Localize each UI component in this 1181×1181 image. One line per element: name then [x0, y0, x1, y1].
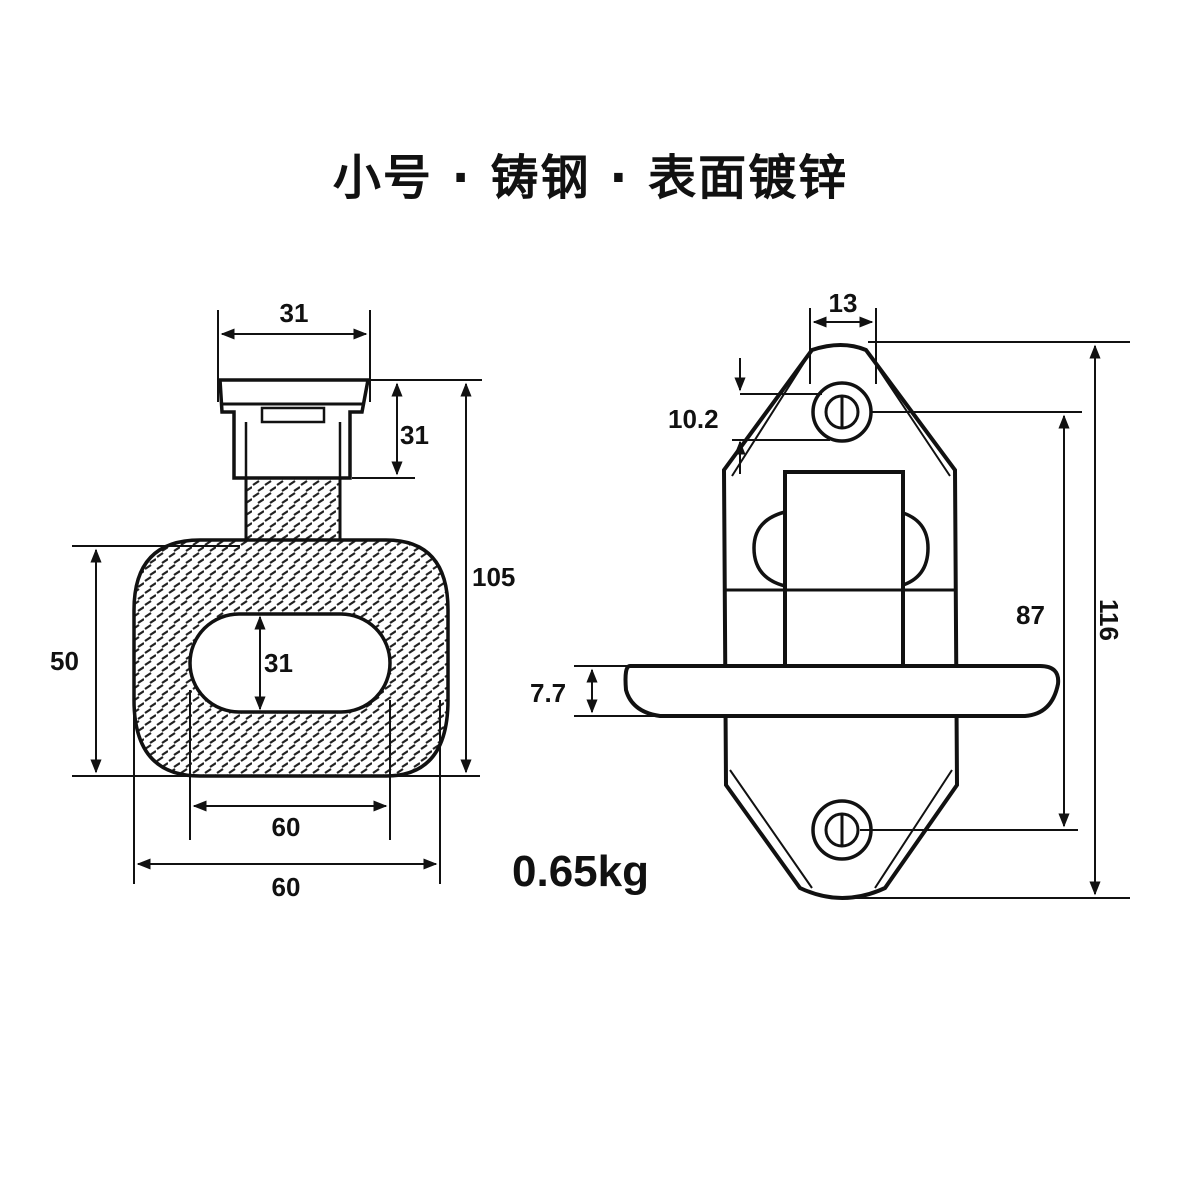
dim-inner-width: 60 — [272, 812, 301, 842]
dim-hole-offset: 10.2 — [668, 404, 719, 434]
dim-flange-thickness: 7.7 — [530, 678, 566, 708]
dim-ring-height: 50 — [50, 646, 79, 676]
right-view-hinge — [623, 343, 1061, 900]
flange — [623, 664, 1061, 718]
page-title: 小号 · 铸钢 · 表面镀锌 — [332, 150, 849, 206]
right-view-dimensions — [574, 308, 1130, 899]
head-block — [218, 378, 371, 480]
neck-knurled — [244, 476, 342, 542]
dim-hole-spacing: 87 — [1016, 600, 1045, 630]
dim-ear-width: 13 — [829, 288, 858, 318]
dim-top-width: 31 — [280, 298, 309, 328]
weight-label: 0.65kg — [512, 847, 649, 896]
dim-outer-width: 60 — [272, 872, 301, 902]
dim-head-height: 31 — [400, 420, 429, 450]
upright-post — [783, 470, 905, 668]
ring-slot — [188, 612, 392, 714]
dim-total-length: 116 — [1094, 599, 1124, 641]
left-view-dimensions — [72, 310, 482, 884]
dim-total-height: 105 — [472, 562, 515, 592]
dim-slot-height: 31 — [264, 648, 293, 678]
left-view-shackle — [132, 378, 450, 778]
